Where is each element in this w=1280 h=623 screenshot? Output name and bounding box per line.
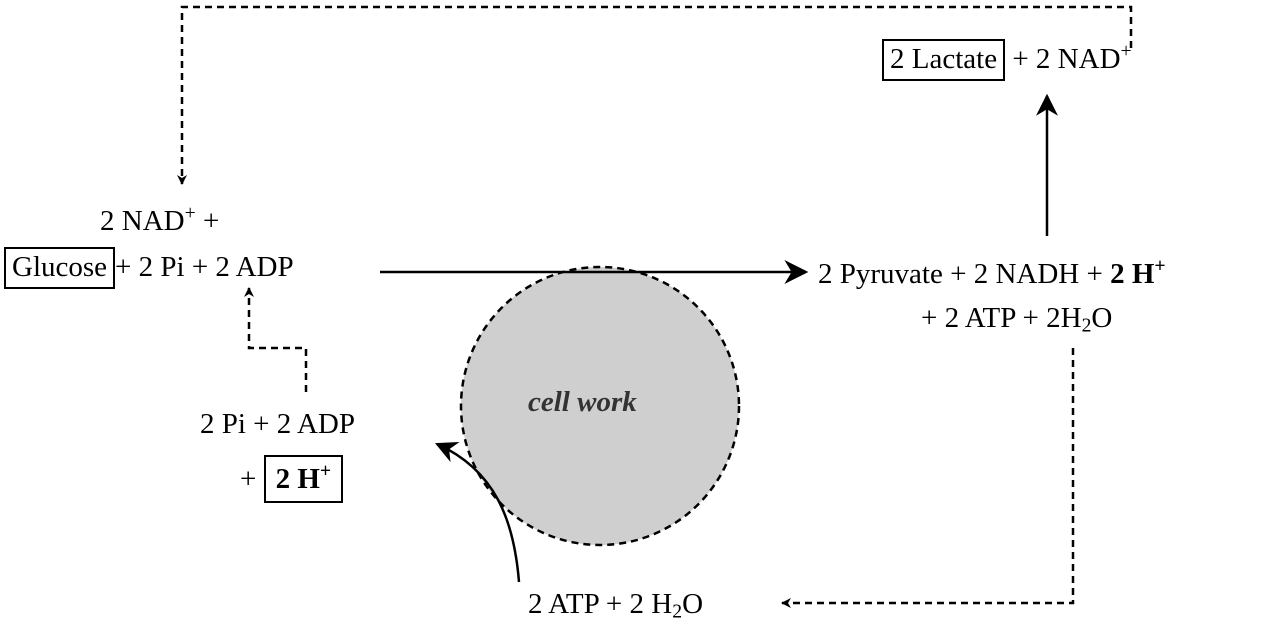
- glucose-reactants: Glucose+ 2 Pi + 2 ADP: [4, 247, 294, 289]
- nad-reactant: 2 NAD+ +: [100, 202, 220, 237]
- atp-dashed-arrow: [781, 348, 1075, 608]
- proton-recycled: + 2 H+: [240, 455, 344, 503]
- nad-product: + 2 NAD+: [1012, 40, 1132, 75]
- lactate-box: 2 Lactate: [882, 39, 1006, 81]
- atp-hydrolysis-reactants: 2 ATP + 2 H2O: [528, 588, 704, 623]
- atp-water-products: + 2 ATP + 2H2O: [921, 302, 1113, 337]
- nad-recycle-dashed-arrow: [177, 5, 1133, 185]
- glucose-box: Glucose: [4, 247, 116, 289]
- pi-adp-dashed-arrow: [244, 287, 308, 392]
- pyruvate-products: 2 Pyruvate + 2 NADH + 2 H+: [818, 255, 1166, 290]
- cell-work-circle: [459, 265, 741, 547]
- lactate-product: 2 Lactate + 2 NAD+: [882, 39, 1132, 81]
- proton-box: 2 H+: [263, 455, 344, 503]
- pi-adp-reactants: + 2 Pi + 2 ADP: [115, 251, 294, 283]
- cell-work-label: cell work: [528, 386, 637, 418]
- pi-adp-recycled: 2 Pi + 2 ADP: [200, 408, 355, 440]
- atp-hydrolysis-curve-arrow: [434, 442, 521, 583]
